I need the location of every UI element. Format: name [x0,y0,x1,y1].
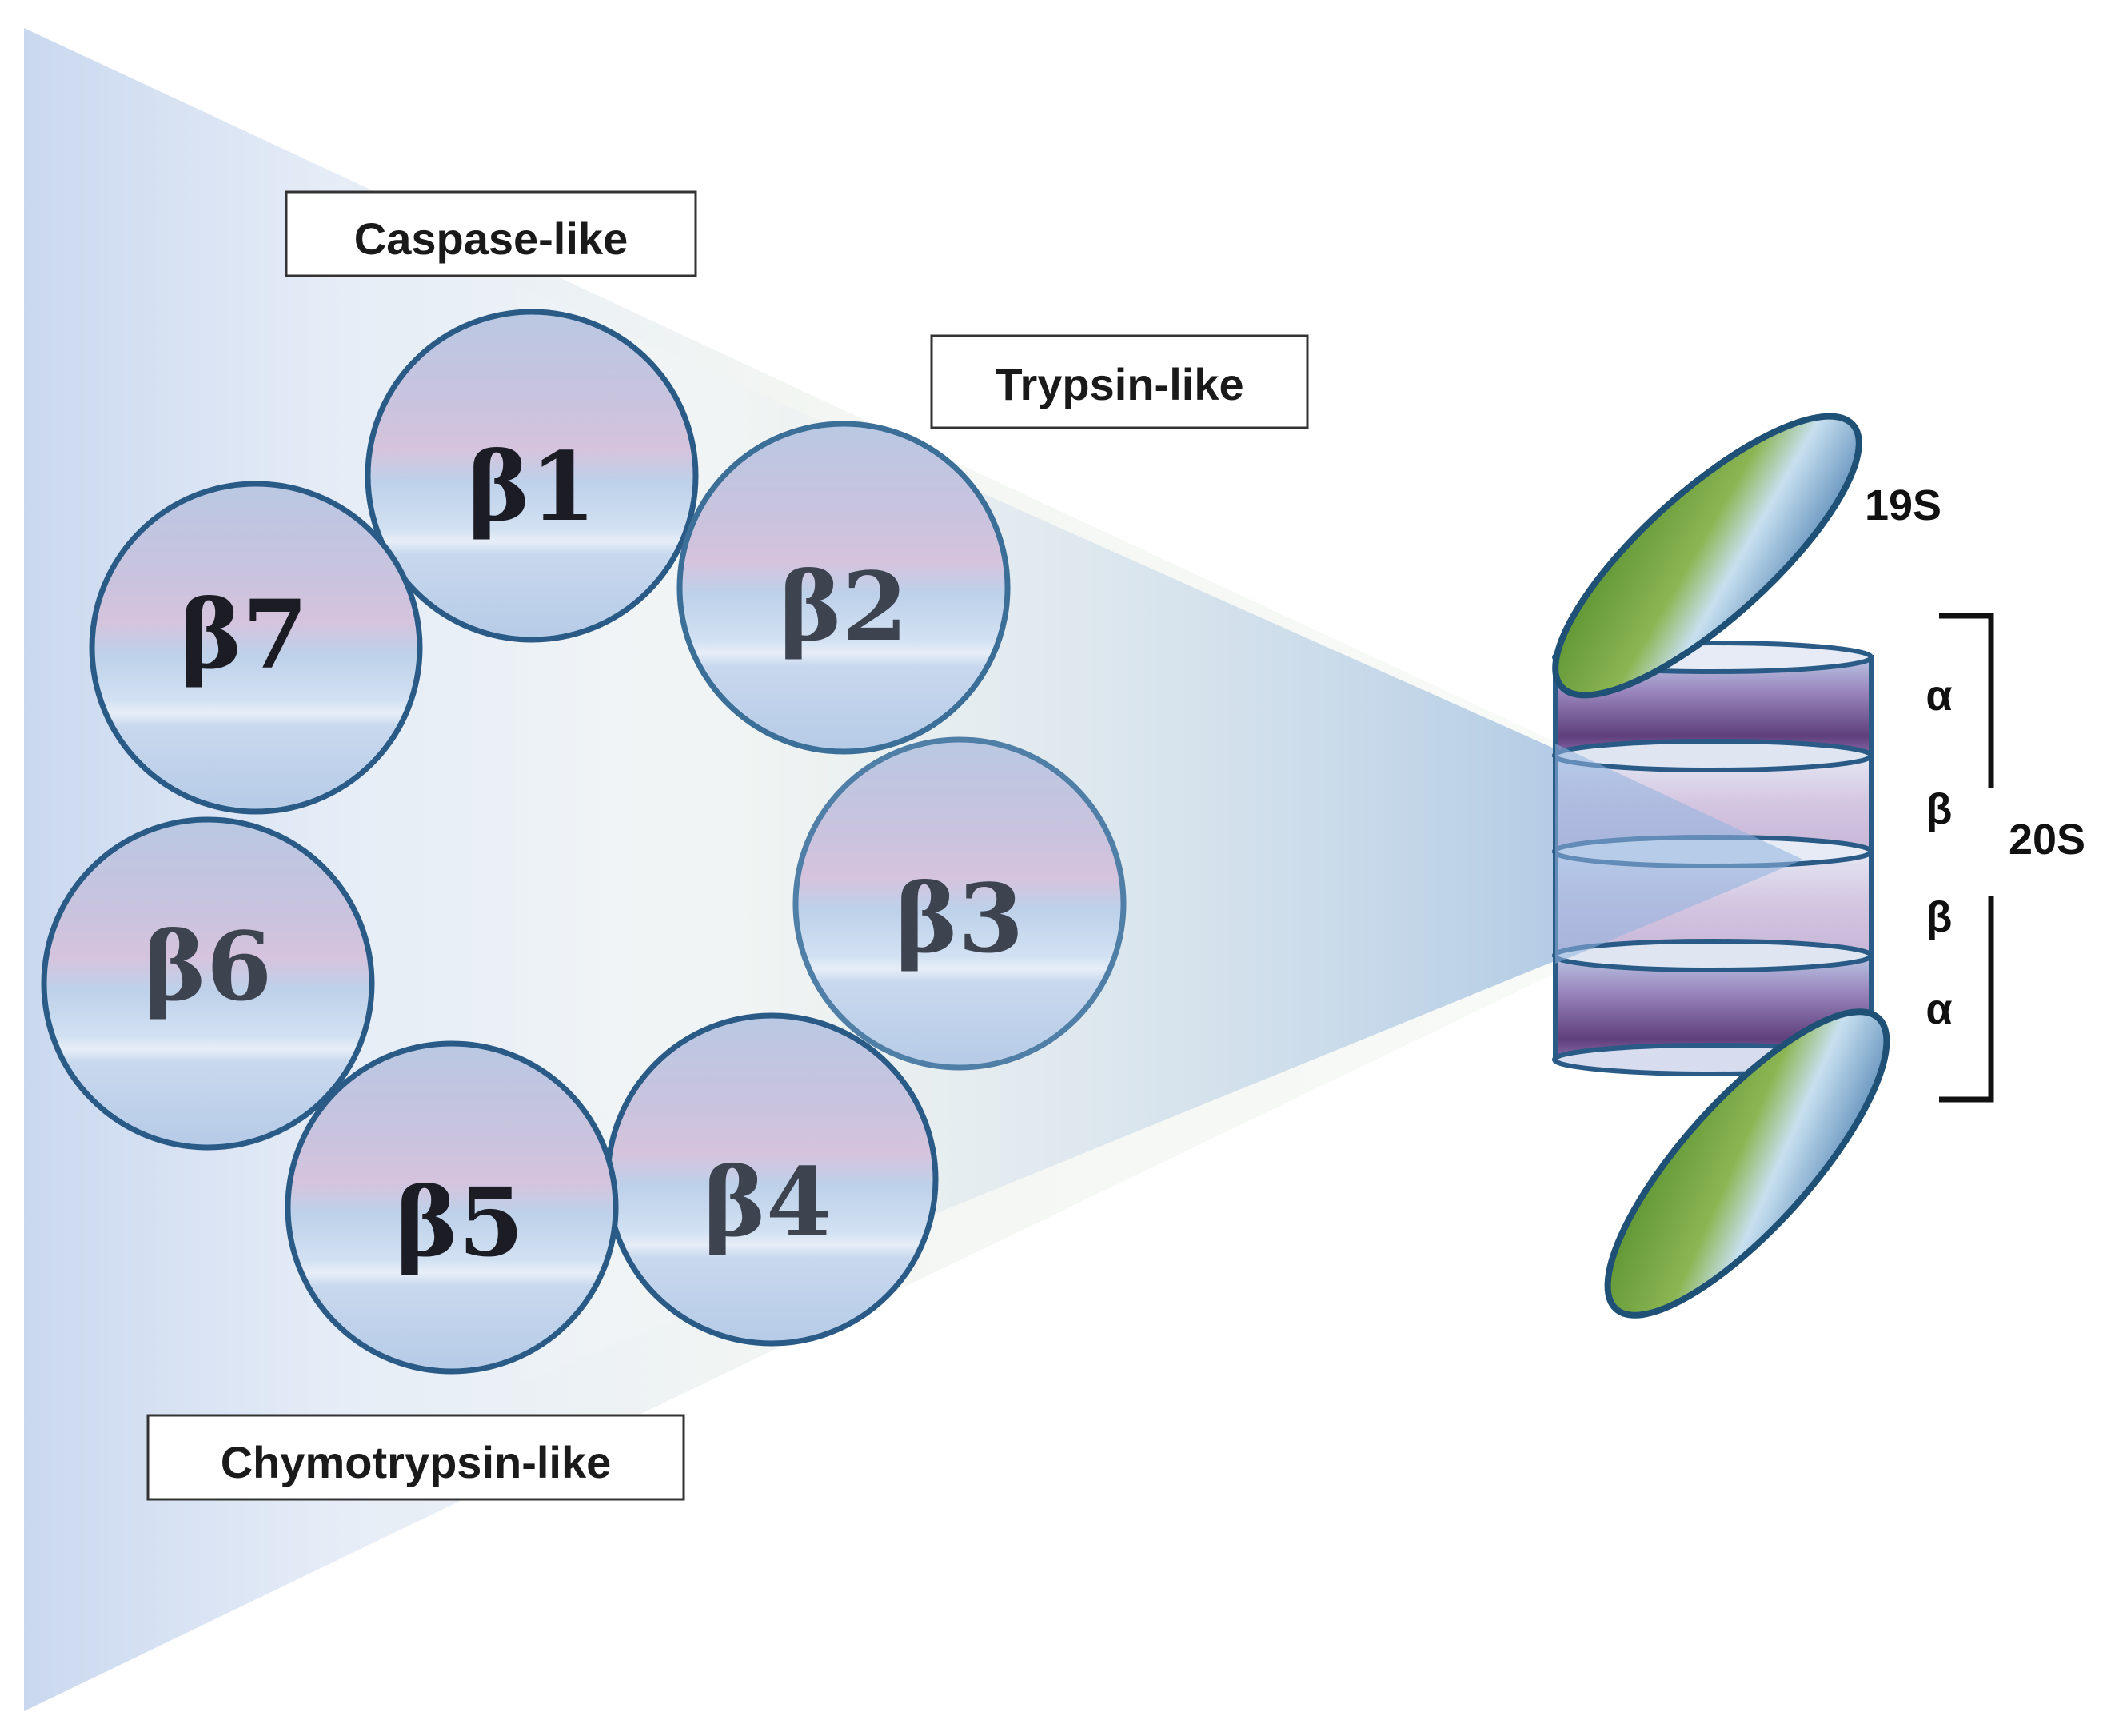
subunit-b7: β7 [89,481,423,815]
subunit-b3: β3 [792,736,1127,1071]
caspase-like-box: Caspase-like [285,190,697,277]
cap-label-19s: 19S [1865,481,1941,529]
subunit-ring: β1 β2 β3 β4 β5 β6 β7 [41,309,1127,1375]
subunit-b2: β2 [676,421,1011,755]
subunit-b1-label: β1 [468,431,596,542]
trypsin-like-box: Trypsin-like [930,334,1309,429]
subunit-b6: β6 [41,816,375,1151]
ring-label-alpha-bottom: α [1925,985,1952,1033]
subunit-b6-label: β6 [144,911,272,1022]
caspase-like-label: Caspase-like [354,214,628,264]
cap-19s-top [1552,413,1862,699]
chymotrypsin-like-box: Chymotrypsin-like [146,1414,685,1501]
subunit-b2-label: β2 [780,551,908,662]
subunit-b5-label: β5 [396,1167,524,1278]
trypsin-like-label: Trypsin-like [995,359,1243,409]
core-bracket [1939,613,1994,1103]
proteasome-side-view: 19S 20S α β β α [1552,413,2085,1319]
cap-19s-bottom [1604,1008,1890,1319]
ring-label-beta-2: β [1926,893,1953,941]
subunit-b3-label: β3 [896,863,1024,974]
subunit-b4-label: β4 [704,1147,832,1258]
subunit-b7-label: β7 [180,579,308,690]
chymotrypsin-like-label: Chymotrypsin-like [221,1437,612,1487]
subunit-b5: β5 [285,1040,619,1375]
beam-focus [1555,744,1803,964]
ring-label-beta-1: β [1926,785,1953,833]
subunit-b1: β1 [365,309,699,643]
ring-label-alpha-top: α [1925,672,1952,720]
core-label-20s: 20S [2009,816,2085,864]
subunit-b4: β4 [605,1012,939,1347]
